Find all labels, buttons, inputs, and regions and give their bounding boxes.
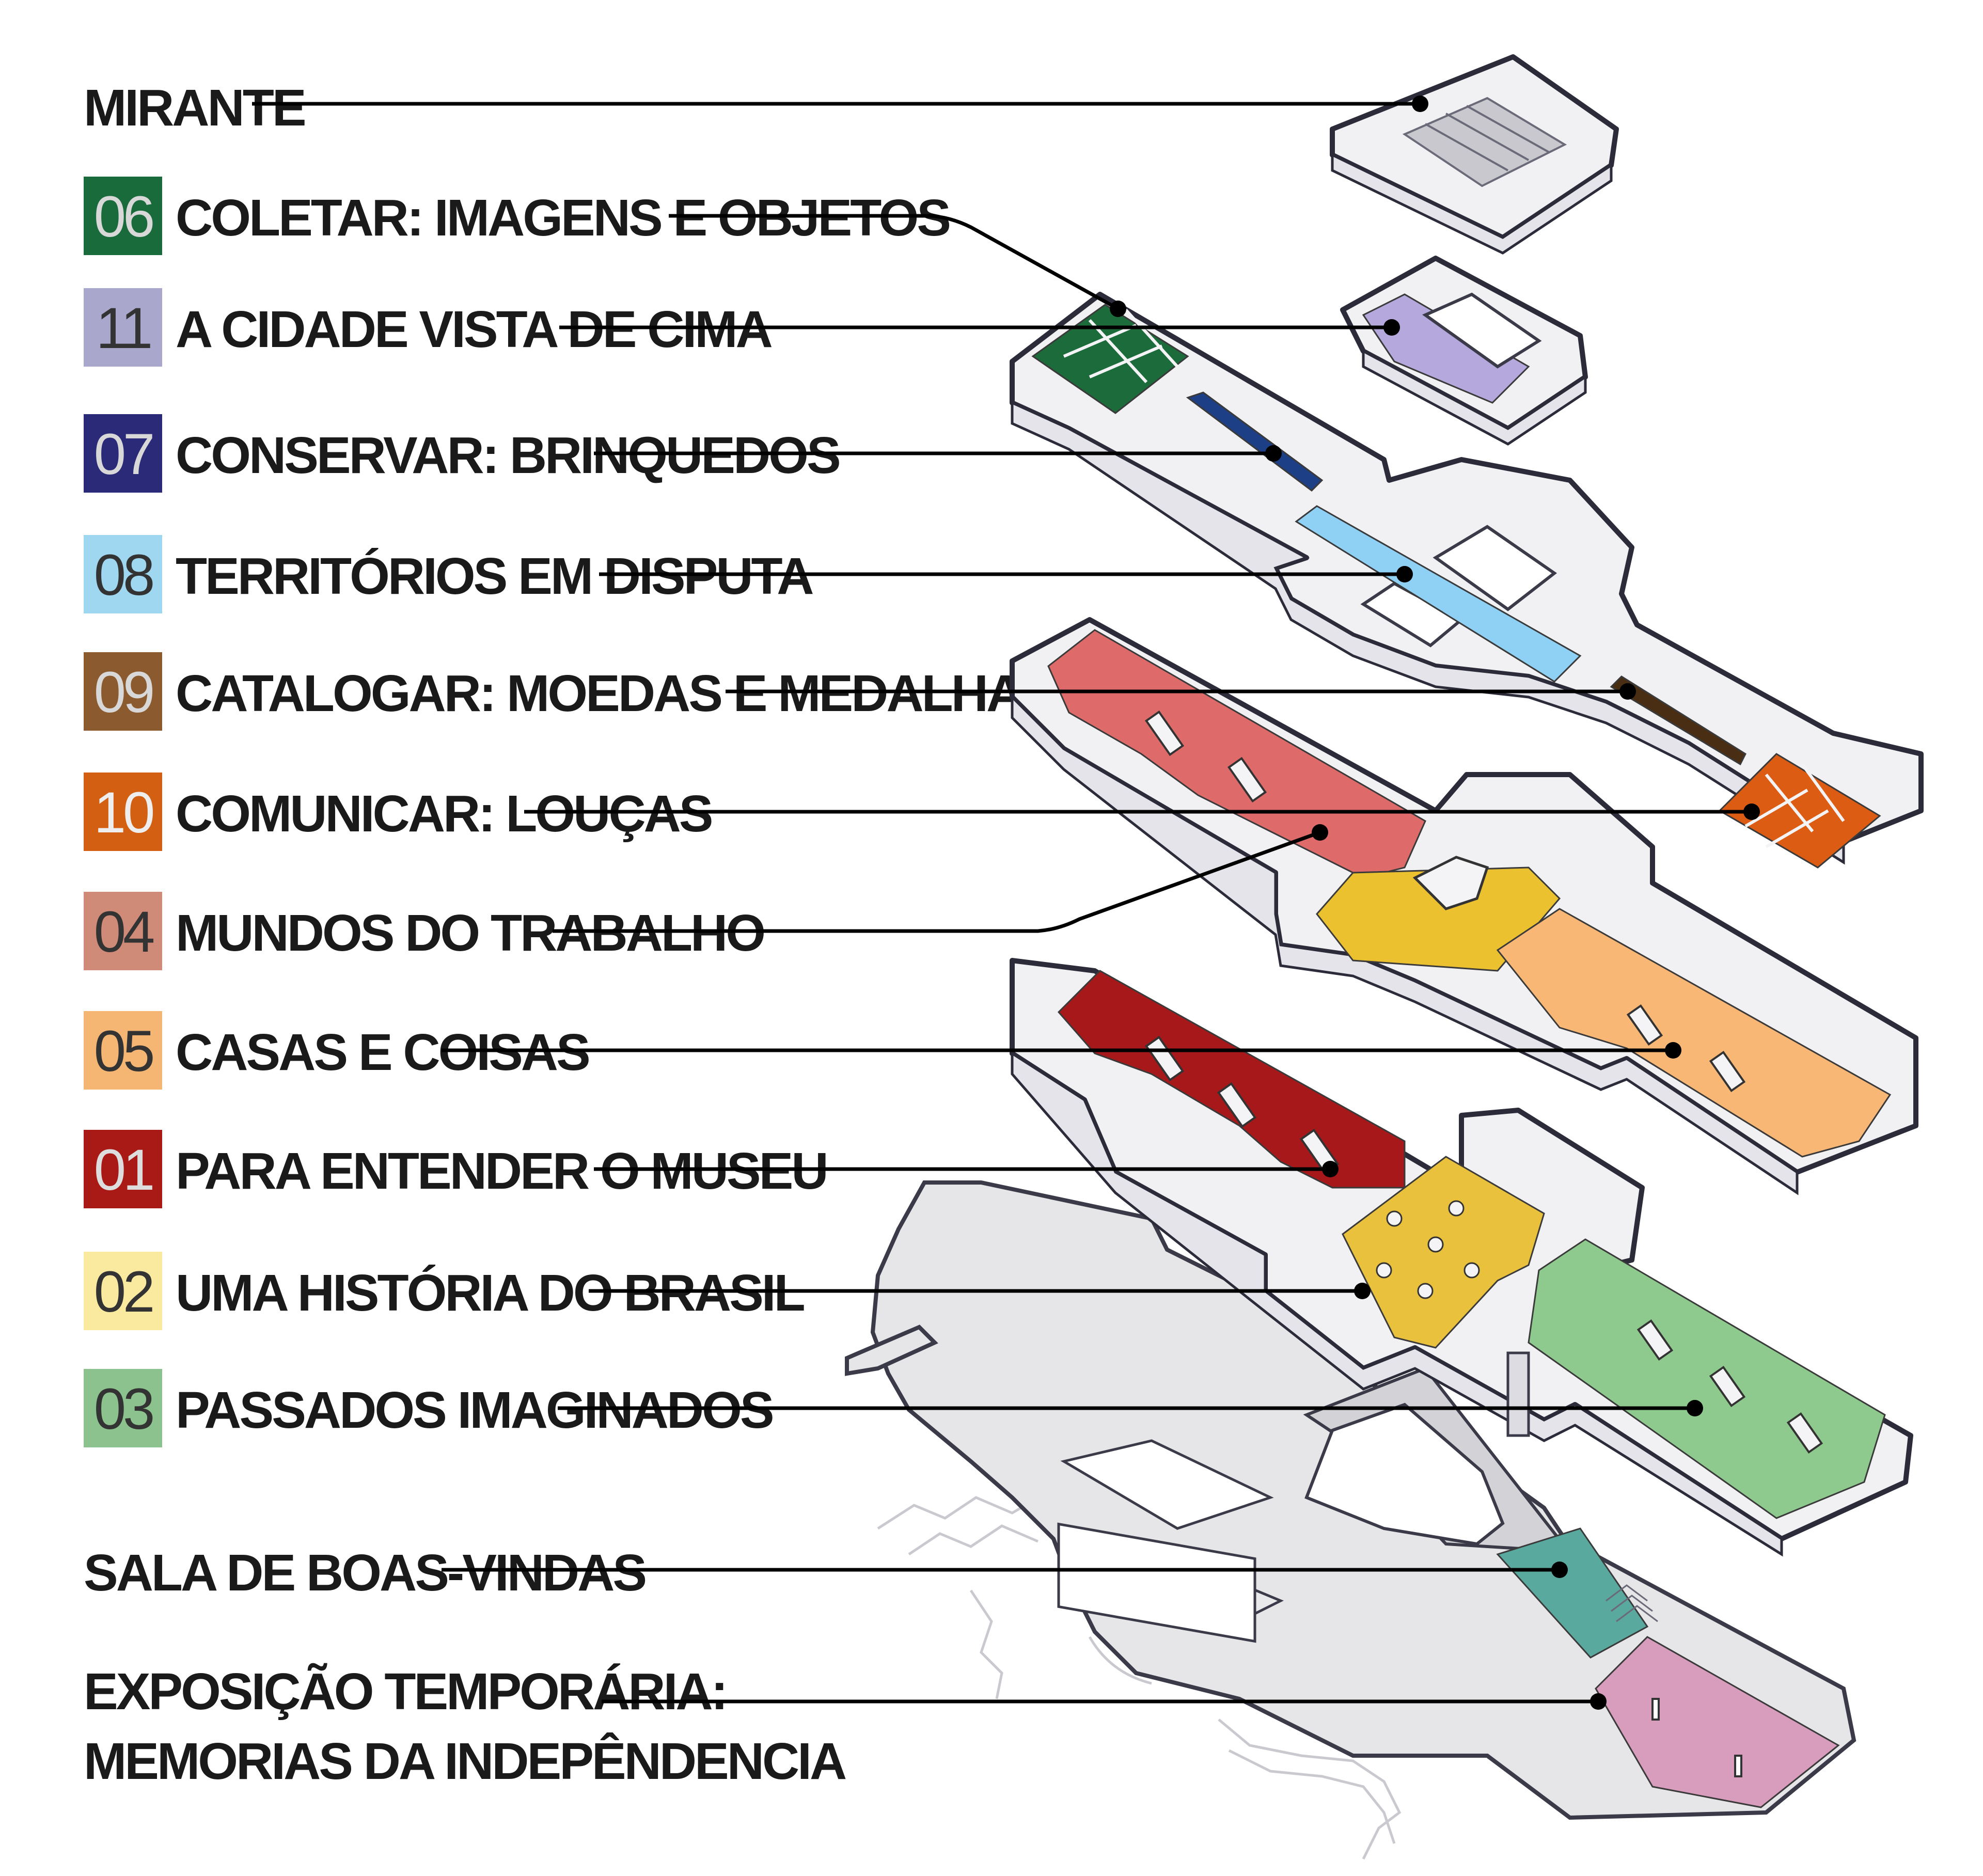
leader-dot-conservar <box>1265 445 1282 462</box>
terrain-contours <box>877 1493 1402 1860</box>
legend-row: 05 CASAS E COISAS <box>84 1011 591 1090</box>
label-exposicao-temporaria-line1: EXPOSIÇÃO TEMPORÁRIA: <box>84 1663 726 1721</box>
legend-color-swatch <box>84 773 162 851</box>
legend-row: 11 A CIDADE VISTA DE CIMA <box>84 288 774 367</box>
ground-floor <box>845 1180 1856 1820</box>
legend-row: 04 MUNDOS DO TRABALHO <box>84 892 766 970</box>
legend-row: 07 CONSERVAR: BRINQUEDOS <box>84 414 841 493</box>
legend-number: 04 <box>94 900 154 964</box>
leader-dot-comunicar <box>1743 803 1760 820</box>
leader-dot-mundos-do-trabalho <box>1312 824 1328 841</box>
legend-number: 07 <box>94 422 152 486</box>
legend: MIRANTE 06 COLETAR: IMAGENS E OBJETOS 11 A … <box>84 79 1056 1790</box>
leader-lines <box>252 96 1760 1710</box>
label-sala-boas-vindas: SALA DE BOAS-VINDAS <box>84 1544 645 1602</box>
zone-exposicao-temporaria <box>1595 1636 1840 1808</box>
legend-number: 10 <box>94 780 153 845</box>
mirante-level <box>1330 54 1619 255</box>
legend-color-swatch <box>84 414 162 493</box>
legend-label: TERRITÓRIOS EM DISPUTA <box>176 547 813 605</box>
legend-color-swatch <box>84 535 162 613</box>
legend-label: A CIDADE VISTA DE CIMA <box>176 301 772 358</box>
leader-dot-cidade-vista <box>1383 319 1400 336</box>
zone-passados-imaginados <box>1528 1238 1886 1519</box>
legend-number: 09 <box>94 660 152 724</box>
legend-label: CONSERVAR: BRINQUEDOS <box>176 427 839 484</box>
legend-color-swatch <box>84 892 162 970</box>
legend-label: COMUNICAR: LOUÇAS <box>176 785 712 843</box>
leader-dot-historia-do-brasil <box>1354 1283 1371 1299</box>
legend-label: PARA ENTENDER O MUSEU <box>176 1142 827 1200</box>
zone-para-entender-o-museu <box>1057 970 1406 1189</box>
legend-row: 03 PASSADOS IMAGINADOS <box>84 1369 775 1447</box>
legend-label: UMA HISTÓRIA DO BRASIL <box>176 1264 805 1322</box>
leader-dot-catalogar <box>1619 683 1636 700</box>
zone-catalogar-moedas-e-medalhas <box>1610 675 1746 766</box>
legend-color-swatch <box>84 652 162 731</box>
legend-color-swatch <box>84 1369 162 1447</box>
zone-a-cidade-vista-de-cima <box>1362 293 1530 404</box>
leader-dot-exposicao-temporaria <box>1590 1693 1607 1710</box>
legend-color-swatch <box>84 1252 162 1330</box>
zone-sala-boas-vindas <box>1496 1527 1649 1659</box>
legend-label: PASSADOS IMAGINADOS <box>176 1381 773 1439</box>
legend-items: 06 COLETAR: IMAGENS E OBJETOS 11 A CIDADE V… <box>84 177 1056 1447</box>
legend-row: 02 UMA HISTÓRIA DO BRASIL <box>84 1252 807 1330</box>
building-drawing <box>845 54 1924 1860</box>
zone-coletar-imagens-e-objetos <box>1031 304 1189 414</box>
legend-row: 09 CATALOGAR: MOEDAS E MEDALHAS <box>84 652 1056 731</box>
legend-label: COLETAR: IMAGENS E OBJETOS <box>176 189 949 247</box>
zone-uma-historia-do-brasil <box>1342 1156 1545 1349</box>
terrace-level <box>1340 256 1588 446</box>
leader-dot-para-entender <box>1322 1161 1339 1177</box>
zone-territorios-em-disputa <box>1295 505 1582 683</box>
legend-label: MUNDOS DO TRABALHO <box>176 904 764 962</box>
zone-central-yellow <box>1316 866 1561 972</box>
legend-number: 06 <box>94 184 153 249</box>
leader-dot-coletar <box>1110 301 1126 317</box>
legend-row: 08 TERRITÓRIOS EM DISPUTA <box>84 535 815 613</box>
legend-color-swatch <box>84 1130 162 1208</box>
leader-dot-mirante <box>1412 96 1428 112</box>
legend-number: 05 <box>94 1019 153 1083</box>
legend-number: 03 <box>94 1377 153 1441</box>
legend-row: 06 COLETAR: IMAGENS E OBJETOS <box>84 177 951 255</box>
label-mirante: MIRANTE <box>84 79 305 137</box>
leader-dot-sala-boas-vindas <box>1551 1562 1568 1578</box>
leader-dot-passados-imaginados <box>1687 1400 1703 1416</box>
leader-dot-territorios <box>1396 566 1413 582</box>
legend-label: CASAS E COISAS <box>176 1023 589 1081</box>
legend-color-swatch <box>84 288 162 367</box>
ground-wing-left <box>845 1325 938 1376</box>
leader-dot-casas-e-coisas <box>1665 1042 1681 1059</box>
label-exposicao-temporaria-line2: MEMORIAS DA INDEPÊNDENCIA <box>84 1732 846 1790</box>
level-3 <box>1010 292 1924 869</box>
legend-row: 01 PARA ENTENDER O MUSEU <box>84 1130 829 1208</box>
legend-number: 01 <box>94 1138 152 1202</box>
legend-number: 11 <box>96 296 150 360</box>
legend-color-swatch <box>84 1011 162 1090</box>
legend-label: CATALOGAR: MOEDAS E MEDALHAS <box>176 665 1054 722</box>
zone-comunicar-loucas <box>1718 753 1881 869</box>
legend-number: 08 <box>94 543 153 607</box>
legend-row: 10 COMUNICAR: LOUÇAS <box>84 773 714 851</box>
zone-casas-e-coisas <box>1496 908 1892 1158</box>
legend-number: 02 <box>94 1259 152 1324</box>
legend-color-swatch <box>84 177 162 255</box>
